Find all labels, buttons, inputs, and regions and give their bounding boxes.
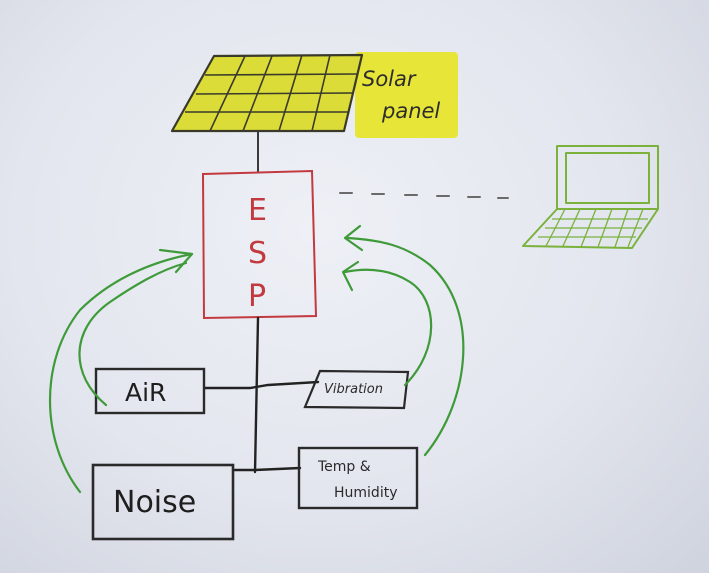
vibration-sensor: Vibration <box>303 369 410 410</box>
right-flow-arrowhead-top <box>343 224 364 252</box>
vibration-sensor-label: Vibration <box>324 382 383 397</box>
solar-panel-grid <box>185 54 358 132</box>
air-sensor-box <box>94 367 206 415</box>
esp-box <box>201 169 318 320</box>
esp-letter-p: P <box>248 279 266 314</box>
solar-label-highlight <box>355 52 458 138</box>
esp-module: E S P <box>201 169 318 320</box>
temp-humidity-sensor-box <box>297 446 419 510</box>
left-flow-arrowhead <box>158 248 194 274</box>
data-flow-arrows <box>49 224 465 494</box>
right-flow-arrow-outer <box>346 236 465 457</box>
laptop-keyboard <box>522 208 659 249</box>
noise-sensor-box <box>91 463 235 541</box>
wireless-link-dashes <box>339 192 509 199</box>
right-flow-arrowhead-mid <box>341 260 360 292</box>
noise-sensor: Noise <box>91 463 235 541</box>
left-flow-arrow-outer <box>49 252 194 494</box>
solar-label-line1: Solar <box>362 67 417 91</box>
temp-humidity-label-line2: Humidity <box>334 485 397 501</box>
laptop-screen-outer <box>556 145 659 210</box>
esp-letter-s: S <box>248 236 267 271</box>
sensor-bus-wiring <box>203 316 320 474</box>
solar-label-line2: panel <box>381 99 440 123</box>
left-flow-arrow-inner <box>78 261 188 407</box>
noise-sensor-label: Noise <box>113 485 196 520</box>
right-flow-arrow-inner <box>343 268 433 387</box>
air-sensor: AiR <box>94 367 206 415</box>
temp-humidity-sensor: Temp & Humidity <box>297 446 419 510</box>
solar-panel: Solar panel <box>170 52 458 138</box>
laptop-screen-inner <box>565 152 650 204</box>
esp-letter-e: E <box>248 193 267 228</box>
temp-humidity-label-line1: Temp & <box>317 459 371 475</box>
air-sensor-label: AiR <box>125 378 166 407</box>
vibration-sensor-box <box>303 369 410 410</box>
laptop-keys <box>538 208 648 248</box>
laptop-icon <box>522 145 659 249</box>
